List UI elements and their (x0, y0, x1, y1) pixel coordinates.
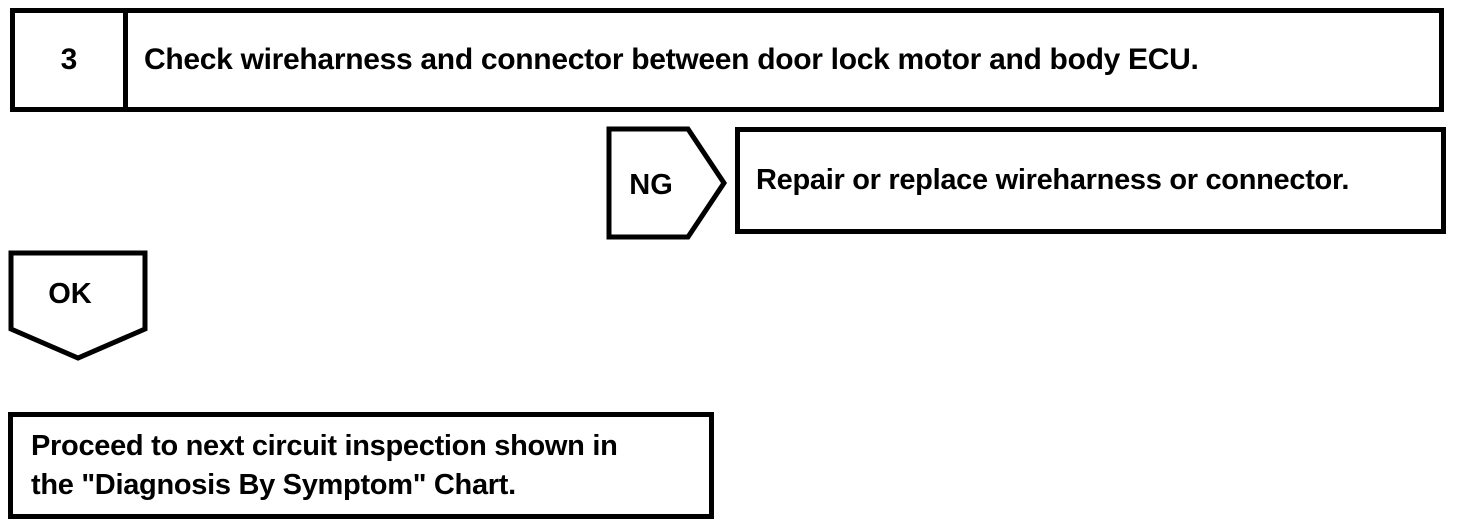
ng-label: NG (629, 169, 673, 201)
step-number: 3 (15, 13, 128, 107)
ok-pentagon-icon (8, 250, 148, 361)
ng-action-box: Repair or replace wireharness or connect… (735, 127, 1446, 234)
ng-pentagon-icon (606, 126, 728, 240)
step-box: 3 Check wireharness and connector betwee… (10, 8, 1444, 112)
result-box: Proceed to next circuit inspection shown… (8, 412, 714, 519)
result-line-2: the "Diagnosis By Symptom" Chart. (31, 468, 516, 501)
result-line-1: Proceed to next circuit inspection shown… (31, 429, 618, 462)
step-instruction: Check wireharness and connector between … (144, 43, 1199, 76)
ok-label: OK (48, 278, 92, 310)
ok-arrow-shape: OK (8, 250, 148, 362)
ng-arrow-shape: NG (606, 126, 728, 240)
